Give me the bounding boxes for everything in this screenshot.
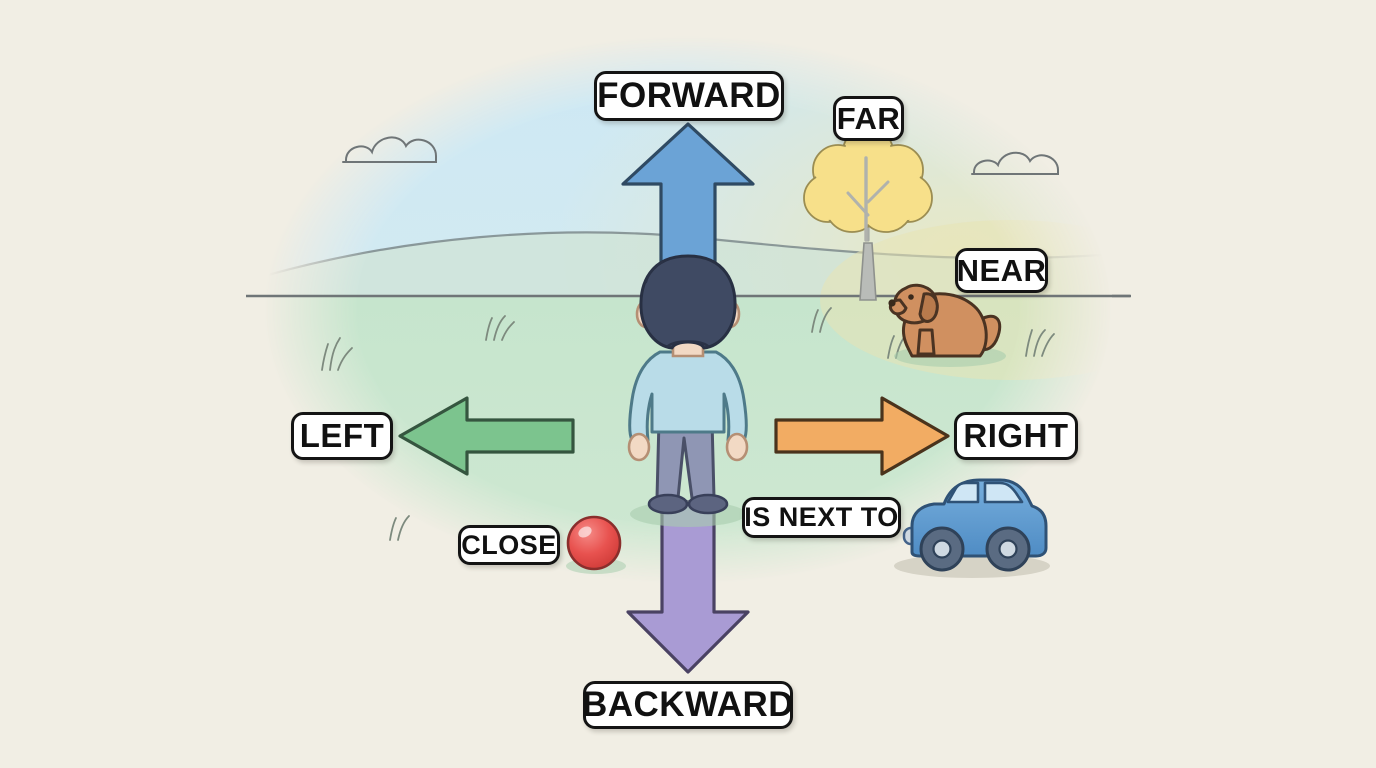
left-arrow [398, 396, 575, 476]
tree [803, 126, 933, 301]
label-far[interactable]: FAR [833, 96, 904, 141]
person [627, 254, 749, 527]
label-backward[interactable]: BACKWARD [582, 681, 794, 729]
car [894, 478, 1050, 578]
label-left[interactable]: LEFT [291, 412, 393, 460]
label-near[interactable]: NEAR [955, 248, 1048, 293]
cloud-left [342, 136, 437, 163]
cloud-right [971, 151, 1059, 175]
dog [888, 283, 1006, 367]
label-right[interactable]: RIGHT [954, 412, 1078, 460]
label-close[interactable]: CLOSE [458, 525, 560, 565]
label-forward[interactable]: FORWARD [594, 71, 784, 121]
right-arrow [774, 396, 950, 476]
ball [566, 515, 626, 574]
label-is-next-to[interactable]: IS NEXT TO [742, 497, 901, 538]
